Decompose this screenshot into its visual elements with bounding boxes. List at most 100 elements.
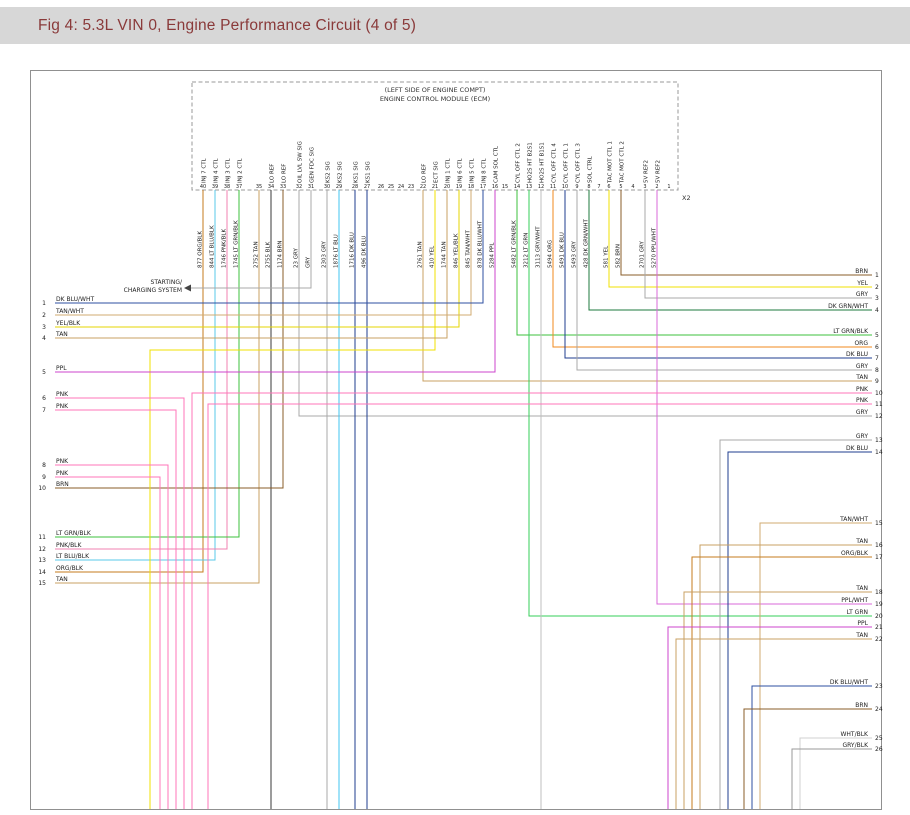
wire-id-label: GRY bbox=[306, 256, 312, 268]
left-terminal-number: 2 bbox=[42, 312, 46, 319]
right-terminal-label: GRY bbox=[856, 291, 868, 298]
right-terminal-number: 21 bbox=[875, 624, 883, 631]
pin-function-label: LO REF bbox=[422, 164, 428, 183]
pin-function-label: INJ 4 CTL bbox=[214, 157, 220, 183]
right-terminal-label: BRN bbox=[855, 702, 868, 709]
left-terminal-label: ORG/BLK bbox=[56, 565, 84, 572]
left-terminal-number: 14 bbox=[38, 569, 46, 576]
wire bbox=[55, 190, 472, 316]
pin-number: 27 bbox=[364, 184, 370, 190]
pin-number: 8 bbox=[587, 184, 590, 190]
pin-function-label: INJ 2 CTL bbox=[238, 157, 244, 183]
figure-title: Fig 4: 5.3L VIN 0, Engine Performance Ci… bbox=[38, 16, 417, 34]
pin-function-label: CAM SOL CTL bbox=[494, 145, 500, 183]
ecm-module-label: ENGINE CONTROL MODULE (ECM) bbox=[380, 95, 490, 103]
pin-function-label: 5V REF2 bbox=[644, 160, 650, 183]
left-terminal-number: 12 bbox=[38, 546, 46, 553]
wire bbox=[620, 190, 872, 276]
right-terminal-number: 3 bbox=[875, 295, 879, 302]
right-terminal-number: 26 bbox=[875, 746, 883, 753]
pin-function-label: HO2S HT B2S1 bbox=[528, 142, 534, 183]
pin-number: 4 bbox=[631, 184, 634, 190]
right-terminal-number: 9 bbox=[875, 378, 879, 385]
right-terminal-label: YEL bbox=[856, 280, 868, 287]
right-terminal-label: PNK bbox=[856, 386, 869, 393]
left-terminal-label: TAN bbox=[55, 331, 68, 338]
wire bbox=[55, 190, 240, 538]
wire bbox=[683, 591, 872, 809]
wire-id-label: 5491 DK BLU bbox=[560, 232, 566, 268]
left-terminal-number: 11 bbox=[38, 534, 46, 541]
right-terminal-number: 12 bbox=[875, 413, 883, 420]
pin-number: 13 bbox=[526, 184, 532, 190]
ecm-box bbox=[191, 81, 679, 191]
pin-number: 19 bbox=[456, 184, 462, 190]
wires-layer bbox=[55, 190, 872, 809]
right-terminal-number: 13 bbox=[875, 437, 883, 444]
right-terminal-label: DK GRN/WHT bbox=[828, 303, 868, 310]
wire-id-label: 2303 GRY bbox=[322, 241, 328, 268]
left-terminal-number: 8 bbox=[42, 462, 46, 469]
right-terminal-label: DK BLU bbox=[846, 445, 868, 452]
right-terminal-number: 15 bbox=[875, 520, 883, 527]
right-terminal-label: PPL/WHT bbox=[841, 597, 868, 604]
pin-number: 5 bbox=[619, 184, 622, 190]
pin-function-label: GEN FDC SIG bbox=[310, 147, 316, 183]
wire bbox=[743, 708, 872, 809]
wire bbox=[55, 190, 496, 373]
right-terminal-label: GRY/BLK bbox=[842, 742, 869, 749]
wire bbox=[55, 190, 448, 339]
wire bbox=[656, 190, 872, 605]
right-terminal-number: 23 bbox=[875, 683, 883, 690]
left-terminal-label: PPL bbox=[56, 365, 67, 372]
ecm-compartment-label: (LEFT SIDE OF ENGINE COMPT) bbox=[385, 86, 486, 94]
right-terminal-label: ORG/BLK bbox=[841, 550, 869, 557]
wire bbox=[55, 190, 484, 304]
pin-function-label: KS2 SIG bbox=[326, 161, 332, 183]
left-terminal-number: 6 bbox=[42, 395, 46, 402]
continuation-arrow-icon bbox=[184, 284, 191, 292]
pin-number: 20 bbox=[444, 184, 450, 190]
wire-id-label: 2701 GRY bbox=[640, 241, 646, 268]
wire bbox=[719, 439, 872, 809]
wire bbox=[191, 392, 872, 809]
wire-id-label: 3113 GRY/WHT bbox=[536, 226, 542, 268]
pin-function-label: INJ 5 CTL bbox=[470, 157, 476, 183]
right-terminal-label: TAN bbox=[855, 632, 868, 639]
pin-number: 17 bbox=[480, 184, 486, 190]
pin-number: 16 bbox=[492, 184, 498, 190]
wire bbox=[552, 190, 872, 348]
right-terminal-label: DK BLU/WHT bbox=[830, 679, 868, 686]
figure-title-bar: Fig 4: 5.3L VIN 0, Engine Performance Ci… bbox=[0, 7, 910, 44]
wire bbox=[528, 190, 872, 617]
wire-id-label: 428 DK GRN/WHT bbox=[584, 219, 590, 268]
pin-function-label: CYL OFF CTL 4 bbox=[552, 143, 558, 183]
pin-number: 34 bbox=[268, 184, 274, 190]
left-terminal-number: 10 bbox=[38, 485, 46, 492]
wire-id-label: 5482 LT GRN/BLK bbox=[512, 220, 518, 268]
wire bbox=[55, 190, 216, 561]
pin-number: 28 bbox=[352, 184, 358, 190]
pin-number: 32 bbox=[296, 184, 302, 190]
pin-number: 9 bbox=[575, 184, 578, 190]
pin-function-label: INJ 8 CTL bbox=[482, 157, 488, 183]
pin-number: 14 bbox=[514, 184, 520, 190]
right-terminal-label: DK BLU bbox=[846, 351, 868, 358]
pin-number: 22 bbox=[420, 184, 426, 190]
wire-id-label: 5284 PPL bbox=[490, 242, 496, 268]
pin-number: 18 bbox=[468, 184, 474, 190]
wire-id-label: 1716 DK BLU bbox=[350, 232, 356, 268]
wire-id-label: 3212 LT GRN bbox=[524, 233, 530, 268]
wire-id-label: 1876 LT BLU bbox=[334, 234, 340, 268]
pin-number: 2 bbox=[655, 184, 658, 190]
right-terminal-number: 1 bbox=[875, 272, 879, 279]
pin-number: 15 bbox=[502, 184, 508, 190]
right-terminal-label: WHT/BLK bbox=[840, 731, 869, 738]
wire-id-label: 1744 TAN bbox=[442, 241, 448, 268]
pin-number: 33 bbox=[280, 184, 286, 190]
wire bbox=[727, 451, 872, 809]
wire-id-label: 410 YEL bbox=[430, 245, 436, 268]
wire bbox=[675, 638, 872, 809]
wire bbox=[55, 397, 185, 809]
